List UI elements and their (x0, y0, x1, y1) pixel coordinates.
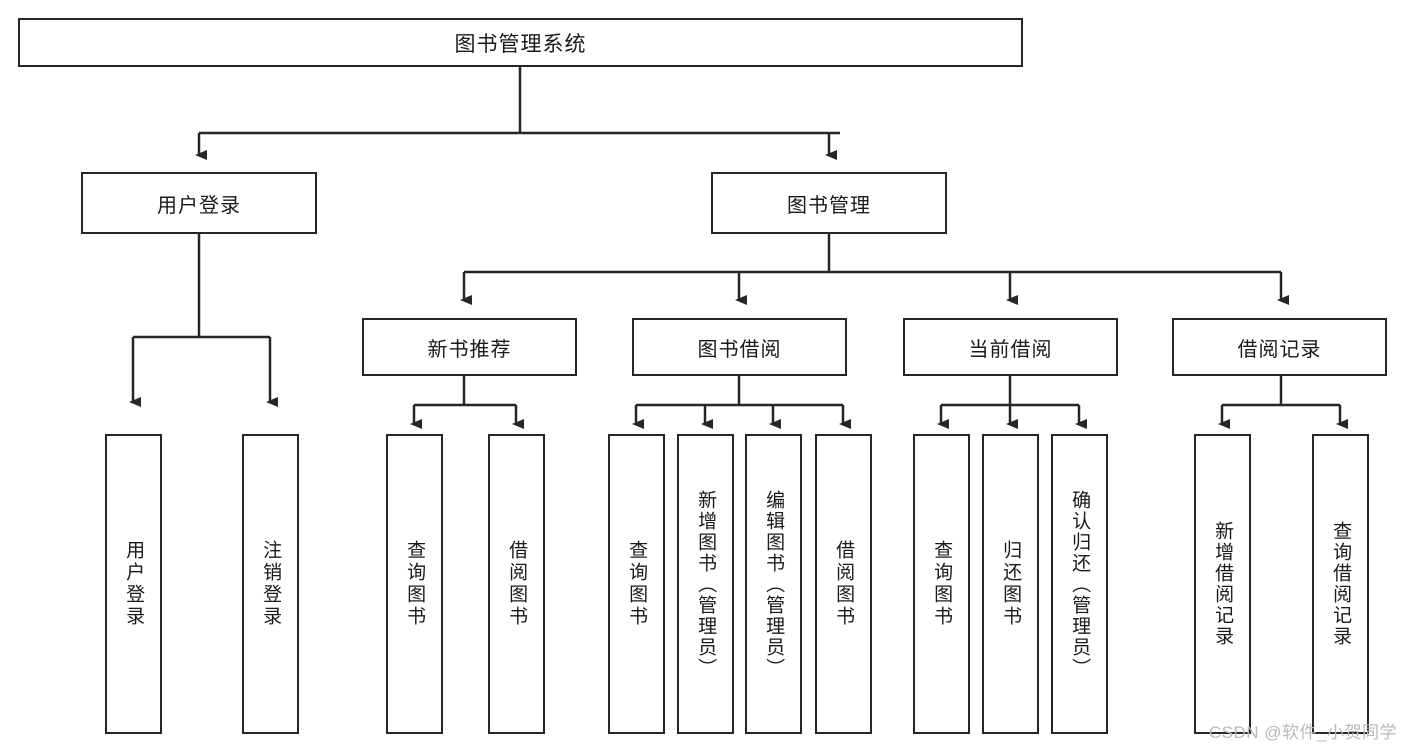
node-user-login[interactable]: 用户登录 (81, 172, 317, 234)
node-label: 新增借阅记录 (1212, 521, 1234, 647)
leaf-currentborrow-return-book[interactable]: 归还图书 (982, 434, 1039, 734)
wire-newbook-to-leaves (410, 376, 524, 429)
node-label: 查询借阅记录 (1330, 521, 1352, 647)
wire-currentborrow-to-leaves (937, 376, 1087, 429)
node-label: 借阅记录 (1237, 338, 1322, 361)
node-new-book-recommend[interactable]: 新书推荐 (362, 318, 577, 376)
wire-bookborrow-to-leaves (632, 376, 851, 429)
node-label: 确认归还（管理员） (1069, 489, 1091, 679)
node-label: 查询图书 (404, 540, 426, 628)
node-label: 新增图书（管理员） (695, 489, 717, 679)
wire-userlogin-to-leaves (129, 234, 278, 407)
leaf-borrowrecord-add-record[interactable]: 新增借阅记录 (1194, 434, 1251, 734)
wire-root-to-level2 (195, 67, 840, 160)
node-book-borrow[interactable]: 图书借阅 (632, 318, 847, 376)
node-label: 注销登录 (260, 540, 282, 628)
leaf-bookborrow-add-book-admin[interactable]: 新增图书（管理员） (677, 434, 734, 734)
node-label: 用户登录 (157, 194, 241, 217)
node-label: 用户登录 (123, 540, 145, 628)
watermark-text: CSDN @软件_小贺同学 (1208, 723, 1397, 742)
node-label: 图书管理 (787, 194, 871, 217)
leaf-currentborrow-confirm-return-admin[interactable]: 确认归还（管理员） (1051, 434, 1108, 734)
leaf-borrowrecord-query-record[interactable]: 查询借阅记录 (1312, 434, 1369, 734)
leaf-bookborrow-borrow-book[interactable]: 借阅图书 (815, 434, 872, 734)
leaf-bookborrow-edit-book-admin[interactable]: 编辑图书（管理员） (745, 434, 802, 734)
node-label: 归还图书 (1000, 540, 1022, 628)
node-label: 查询图书 (931, 540, 953, 628)
node-label: 图书借阅 (697, 338, 782, 361)
node-label: 图书管理系统 (454, 32, 587, 56)
node-borrow-record[interactable]: 借阅记录 (1172, 318, 1387, 376)
node-label: 查询图书 (626, 540, 648, 628)
node-label: 编辑图书（管理员） (763, 489, 785, 679)
node-root-system[interactable]: 图书管理系统 (18, 18, 1023, 67)
node-current-borrow[interactable]: 当前借阅 (903, 318, 1118, 376)
node-book-management[interactable]: 图书管理 (711, 172, 947, 234)
leaf-newbook-query-book[interactable]: 查询图书 (386, 434, 443, 734)
wire-bookmgmt-to-level3 (460, 234, 1289, 305)
leaf-user-login-logout[interactable]: 注销登录 (242, 434, 299, 734)
leaf-currentborrow-query-book[interactable]: 查询图书 (913, 434, 970, 734)
wire-borrowrecord-to-leaves (1218, 376, 1348, 429)
node-label: 借阅图书 (506, 540, 528, 628)
leaf-newbook-borrow-book[interactable]: 借阅图书 (488, 434, 545, 734)
node-label: 新书推荐 (427, 338, 512, 361)
node-label: 借阅图书 (833, 540, 855, 628)
leaf-bookborrow-query-book[interactable]: 查询图书 (608, 434, 665, 734)
node-label: 当前借阅 (968, 338, 1053, 361)
leaf-user-login-login[interactable]: 用户登录 (105, 434, 162, 734)
